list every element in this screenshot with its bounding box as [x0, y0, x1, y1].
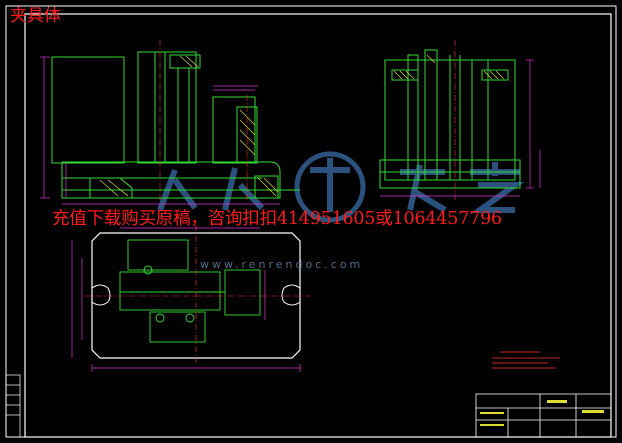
top-view-slots	[91, 284, 301, 306]
side-view-hatching	[393, 54, 505, 80]
front-view-hatching	[99, 55, 279, 197]
side-view-dimensions	[380, 59, 541, 197]
inner-border	[24, 13, 612, 438]
drawing-title: 夹具体	[10, 6, 61, 26]
promo-banner-text: 充值下载购买原稿，咨询扣扣414951605或1064457796	[52, 209, 502, 229]
top-view-dimensions	[71, 227, 301, 372]
watermark-url: www.renrendoc.com	[200, 258, 364, 271]
front-view-dimensions	[40, 56, 280, 205]
revision-table	[5, 374, 21, 438]
side-view	[379, 49, 521, 189]
top-view	[91, 232, 301, 359]
front-view	[51, 51, 300, 199]
title-block	[475, 393, 612, 438]
technical-notes	[492, 351, 560, 369]
title-block-fills	[480, 400, 604, 426]
top-view-centerlines	[85, 225, 310, 365]
top-view-features	[119, 239, 261, 343]
front-view-centerlines	[159, 40, 248, 200]
